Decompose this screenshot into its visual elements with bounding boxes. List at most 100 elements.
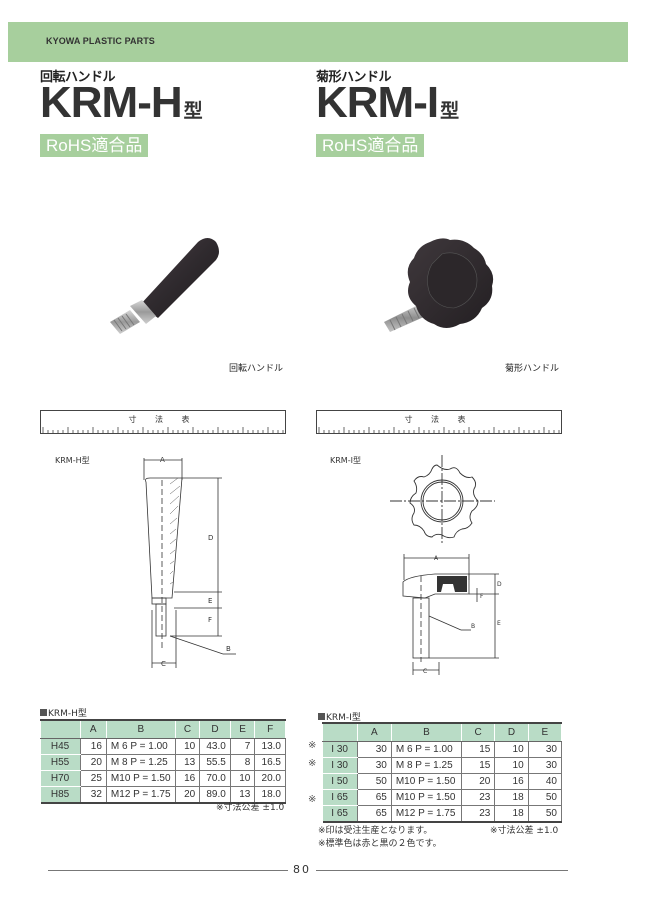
table-cell: 16.5 xyxy=(254,754,286,771)
standard-color-note: ※標準色は赤と黒の２色です。 xyxy=(318,839,442,849)
table-cell: 13 xyxy=(174,754,201,771)
model-code: KRM-I xyxy=(316,78,439,127)
footer-rule-right xyxy=(316,870,568,871)
table-cell: M 6 P = 1.00 xyxy=(105,738,176,755)
tolerance-note: ※寸法公差 ±1.0 xyxy=(490,826,559,836)
made-to-order-mark: ※ xyxy=(308,740,317,751)
model-code: KRM-H xyxy=(40,78,183,127)
row-header-cell: I 65 xyxy=(322,805,358,823)
row-header-cell: I 65 xyxy=(322,789,358,806)
photo-caption: 回転ハンドル xyxy=(229,364,284,374)
table-cell: 40 xyxy=(527,773,563,790)
dim-f-label: F xyxy=(208,616,212,624)
dim-b-label: B xyxy=(471,623,475,630)
dim-f-label: F xyxy=(480,593,484,600)
table-cell: 16 xyxy=(79,738,107,755)
table-cell: M 8 P = 1.25 xyxy=(390,757,462,774)
row-header-cell: H55 xyxy=(40,754,81,771)
model-suffix: 型 xyxy=(183,101,203,122)
column-header: B xyxy=(390,722,462,742)
table-cell: 20 xyxy=(174,786,201,804)
table-cell: 8 xyxy=(229,754,256,771)
table-cell: 65 xyxy=(356,805,392,823)
dimension-table-title: 寸 法 表 xyxy=(128,415,198,424)
table-cell: 13 xyxy=(229,786,256,804)
table-cell: 15 xyxy=(460,757,496,774)
table-cell: M12 P = 1.75 xyxy=(390,805,462,823)
rohs-badge: RoHS適合品 xyxy=(316,134,425,157)
photo-caption: 菊形ハンドル xyxy=(505,364,560,374)
column-header: D xyxy=(494,722,529,742)
product-category: 菊形ハンドル xyxy=(316,70,392,85)
table-cell: 30 xyxy=(356,741,392,758)
column-header xyxy=(40,719,81,739)
table-cell: M10 P = 1.50 xyxy=(390,789,462,806)
ruler-ticks xyxy=(42,427,284,433)
column-header: F xyxy=(254,719,286,739)
table-cell: 32 xyxy=(79,786,107,804)
table-cell: 10 xyxy=(494,757,529,774)
dim-d-label: D xyxy=(208,534,213,542)
ruler-ticks xyxy=(318,427,560,433)
square-bullet-icon xyxy=(40,709,47,716)
dim-e-label: E xyxy=(497,620,501,627)
dim-b-label: B xyxy=(226,645,231,653)
drawing-label: KRM-I型 xyxy=(330,456,361,465)
table-header-row: A B C D E F xyxy=(40,719,286,739)
spec-table-label: KRM-I型 xyxy=(318,710,361,723)
table-cell: 65 xyxy=(356,789,392,806)
header-banner: KYOWA PLASTIC PARTS xyxy=(8,22,628,62)
spec-table-label: KRM-H型 xyxy=(40,706,87,719)
dim-a-label: A xyxy=(434,555,439,562)
footer-rule-left xyxy=(48,870,288,871)
row-header-cell: I 30 xyxy=(322,741,358,758)
table-cell: 18 xyxy=(494,805,529,823)
table-cell: 15 xyxy=(460,741,496,758)
table-cell: 16 xyxy=(494,773,529,790)
dim-c-label: C xyxy=(161,660,166,668)
table-cell: M 6 P = 1.00 xyxy=(390,741,462,758)
made-to-order-mark: ※ xyxy=(308,758,317,769)
table-cell: M10 P = 1.50 xyxy=(105,770,176,787)
table-cell: 23 xyxy=(460,805,496,823)
tolerance-note: ※寸法公差 ±1.0 xyxy=(216,803,285,813)
row-header-cell: H45 xyxy=(40,738,81,755)
krm-i-side-view: A D F E B C xyxy=(402,554,502,675)
table-header-row: A B C D E xyxy=(322,722,563,742)
table-cell: 20.0 xyxy=(254,770,286,787)
row-header-cell: I 30 xyxy=(322,757,358,774)
table-cell: 20 xyxy=(79,754,107,771)
table-cell: 23 xyxy=(460,789,496,806)
table-cell: 55.5 xyxy=(199,754,231,771)
table-cell: 7 xyxy=(229,738,256,755)
table-cell: 10 xyxy=(229,770,256,787)
table-cell: 50 xyxy=(356,773,392,790)
spec-table-label-text: KRM-H型 xyxy=(48,709,87,719)
table-cell: 30 xyxy=(527,741,563,758)
dim-e-label: E xyxy=(208,597,212,605)
row-header-cell: H70 xyxy=(40,770,81,787)
made-to-order-mark: ※ xyxy=(308,794,317,805)
table-cell: 20 xyxy=(460,773,496,790)
table-cell: M12 P = 1.75 xyxy=(105,786,176,804)
table-cell: 25 xyxy=(79,770,107,787)
dimension-table-title: 寸 法 表 xyxy=(404,415,474,424)
dimension-table-header: 寸 法 表 xyxy=(316,410,562,434)
drawing-label: KRM-H型 xyxy=(55,456,90,465)
table-cell: 70.0 xyxy=(199,770,231,787)
revolving-handle-photo xyxy=(110,238,219,334)
table-cell: 18.0 xyxy=(254,786,286,804)
table-cell: 10 xyxy=(494,741,529,758)
table-cell: 30 xyxy=(356,757,392,774)
column-header: C xyxy=(460,722,496,742)
